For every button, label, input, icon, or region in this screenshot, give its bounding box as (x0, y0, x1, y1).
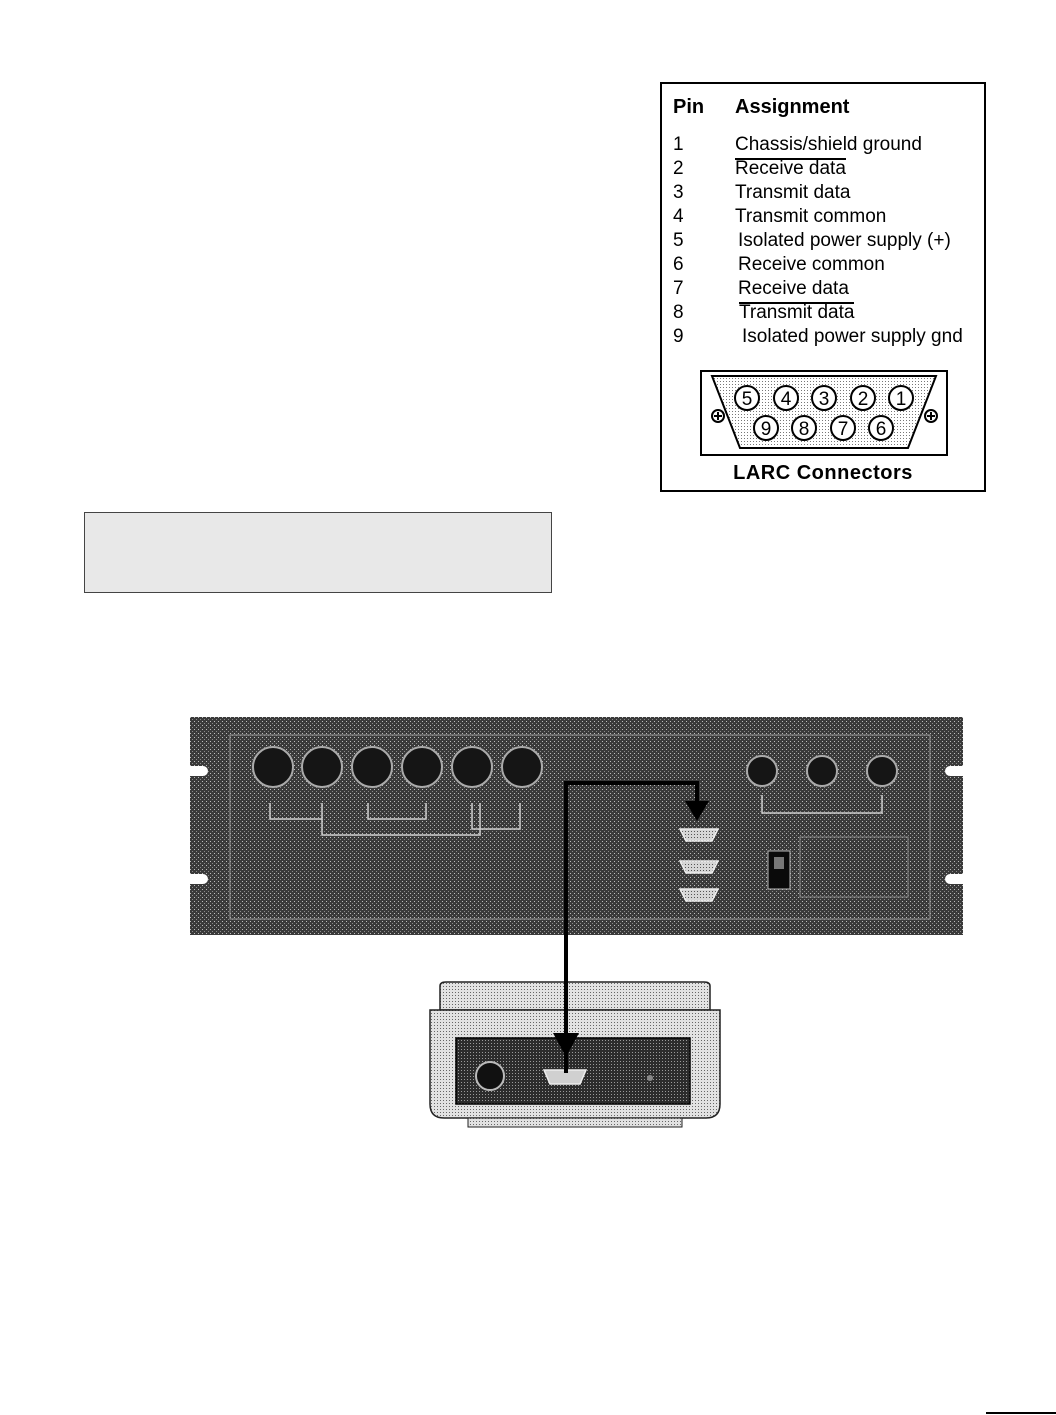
pin-number: 6 (673, 254, 684, 275)
pin-assignment: Isolated power supply (+) (738, 230, 951, 251)
power-switch-icon[interactable] (767, 850, 791, 890)
mini-connector-bracket (761, 795, 883, 814)
pin-number: 2 (673, 158, 684, 179)
pin-row: 1 Chassis/shield ground (662, 134, 984, 158)
pin-label: 8 (799, 419, 810, 440)
larc-indicator (647, 1075, 653, 1081)
connector-frame: 5 4 3 2 1 9 8 7 6 (700, 370, 948, 456)
connector-caption: LARC Connectors (733, 462, 913, 484)
pin-row: 5 Isolated power supply (+) (662, 230, 984, 254)
pin-row: 9 Isolated power supply gnd (662, 326, 984, 350)
page-footer-rule (986, 1412, 1056, 1414)
pin-row: 4 Transmit common (662, 206, 984, 230)
pin-socket (850, 385, 876, 411)
pin-assignment: Chassis/shield ground (735, 134, 922, 155)
mounting-screw-icon (924, 409, 938, 423)
pin-label: 5 (742, 389, 753, 410)
xlr-connector-icon (351, 746, 393, 788)
pin-number: 8 (673, 302, 684, 323)
pin-label: 7 (838, 419, 849, 440)
db9-port-icon (678, 860, 720, 874)
pin-assignment: Isolated power supply gnd (742, 326, 963, 347)
note-box (84, 512, 552, 593)
pin-socket (811, 385, 837, 411)
pin-number: 1 (673, 134, 684, 155)
pin-row: 3 Transmit data (662, 182, 984, 206)
power-panel-outline (799, 836, 909, 898)
pin-number: 5 (673, 230, 684, 251)
pin-number: 3 (673, 182, 684, 203)
larc-remote-unit (429, 981, 721, 1128)
mini-connector-icon (806, 755, 838, 787)
larc-top-surface (439, 981, 711, 1011)
power-switch-rocker (774, 857, 784, 869)
pin-assignment: Receive data (735, 158, 846, 179)
xlr-connector-icon (501, 746, 543, 788)
rack-ear-slot (190, 874, 208, 884)
xlr-connector-icon (401, 746, 443, 788)
pin-label: 9 (761, 419, 772, 440)
xlr-connector-icon (252, 746, 294, 788)
larc-base (467, 1117, 683, 1128)
pin-row: 8 Transmit data (662, 302, 984, 326)
pin-number: 4 (673, 206, 684, 227)
larc-db9-port-icon (542, 1069, 588, 1085)
pin-row: 7 Receive data (662, 278, 984, 302)
pin-assignment: Receive common (738, 254, 885, 275)
pin-socket (868, 415, 894, 441)
mini-connector-icon (866, 755, 898, 787)
rack-unit-rear-panel (190, 717, 963, 935)
pin-assignment: Receive data (738, 278, 849, 299)
pin-socket (753, 415, 779, 441)
rack-ear-slot (190, 766, 208, 776)
pin-socket (830, 415, 856, 441)
pin-number: 7 (673, 278, 684, 299)
db9-port-icon (678, 888, 720, 902)
db9-port-icon (678, 828, 720, 842)
larc-power-jack-icon (475, 1061, 505, 1091)
panel-face (190, 717, 963, 935)
pin-assignment: Transmit data (735, 182, 851, 203)
pin-label: 2 (858, 389, 869, 410)
pin-label: 6 (876, 419, 887, 440)
xlr-connector-icon (301, 746, 343, 788)
mounting-screw-icon (711, 409, 725, 423)
pin-row: 2 Receive data (662, 158, 984, 182)
pin-assignment: Transmit common (735, 206, 887, 227)
pin-column-header: Pin (673, 96, 705, 118)
pin-socket (773, 385, 799, 411)
pin-socket (888, 385, 914, 411)
pin-label: 4 (781, 389, 792, 410)
xlr-connector-icon (451, 746, 493, 788)
mini-connector-icon (746, 755, 778, 787)
pin-assignment-table: Pin Assignment 1 Chassis/shield ground 2… (660, 82, 986, 492)
pin-socket (791, 415, 817, 441)
rack-ear-slot (945, 766, 963, 776)
io-bracket-lines (269, 803, 521, 836)
pin-socket (734, 385, 760, 411)
assignment-column-header: Assignment (735, 96, 850, 118)
rack-ear-slot (945, 874, 963, 884)
pin-label: 3 (819, 389, 830, 410)
pin-assignment: Transmit data (739, 302, 855, 323)
db9-connector-diagram: 5 4 3 2 1 9 8 7 6 (710, 375, 938, 449)
pin-label: 1 (896, 389, 907, 410)
pin-row: 6 Receive common (662, 254, 984, 278)
pin-number: 9 (673, 326, 684, 347)
